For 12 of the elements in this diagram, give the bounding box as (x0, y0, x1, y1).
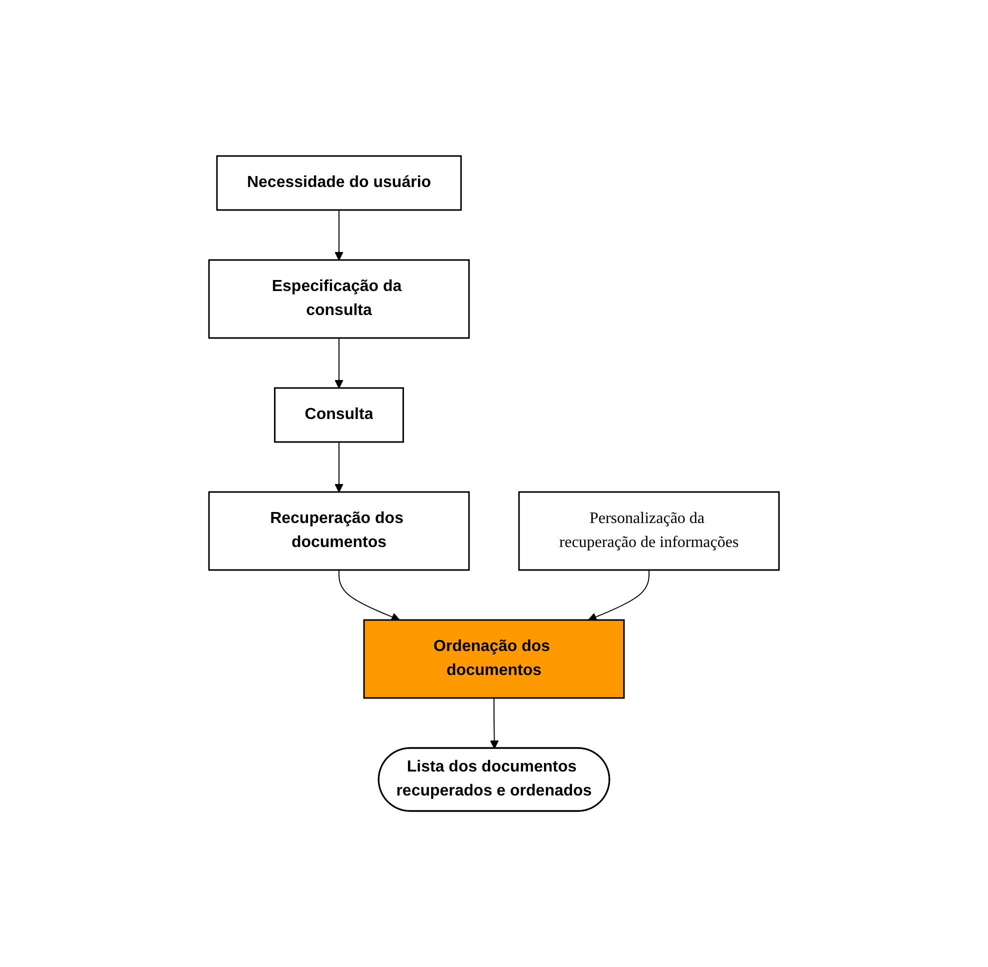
node-box: Consulta (274, 387, 404, 443)
node-box: Necessidade do usuário (216, 155, 462, 211)
arrow (334, 442, 344, 492)
arrow (490, 698, 499, 749)
arrow (334, 210, 344, 260)
arrow (334, 338, 344, 388)
node-box: Especificação da consulta (208, 259, 470, 339)
node-box: Personalização da recuperação de informações (518, 491, 780, 571)
node-box: Recuperação dos documentos (208, 491, 470, 571)
arrow (338, 570, 400, 622)
arrow (588, 570, 650, 622)
node-box: Ordenação dos documentos (363, 619, 625, 699)
